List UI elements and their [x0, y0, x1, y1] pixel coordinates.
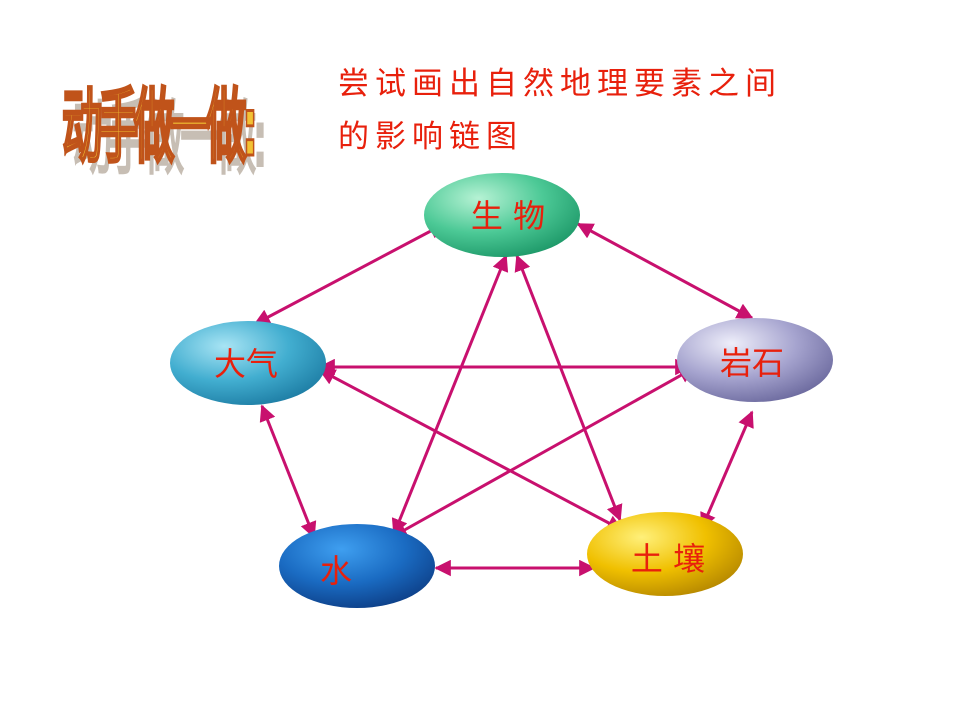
node-rock: 岩石 [677, 318, 833, 402]
node-soil: 土 壤 [587, 512, 743, 596]
node-water: 水 [279, 524, 435, 608]
activity-heading: 动手做一做: 动手做一做: [61, 62, 302, 187]
node-atmosphere-label: 大气 [214, 345, 278, 383]
arrow-biology-rock [576, 222, 754, 320]
arrow-group [253, 222, 754, 577]
instruction-line-1: 尝试画出自然地理要素之间 [338, 66, 782, 102]
arrow-atmosphere-soil [318, 368, 624, 532]
instruction-text: 尝试画出自然地理要素之间 的影响链图 [338, 58, 858, 164]
arrow-atmosphere-water [259, 404, 317, 539]
node-biology-shape [424, 173, 580, 257]
arrow-rock-water [390, 366, 696, 539]
node-biology: 生 物 [424, 173, 580, 257]
node-atmosphere-shape [170, 321, 326, 405]
arrow-biology-atmosphere [253, 222, 446, 326]
activity-heading-text: 动手做一做: [61, 79, 259, 176]
instruction-line-2: 的影响链图 [338, 119, 523, 155]
node-soil-label: 土 壤 [631, 540, 705, 578]
node-soil-shape [587, 512, 743, 596]
node-atmosphere: 大气 [170, 321, 326, 405]
arrow-biology-soil [514, 254, 623, 522]
activity-heading-shadow: 动手做一做: [72, 92, 268, 188]
node-water-shape [279, 524, 435, 608]
arrow-biology-water [391, 254, 509, 536]
node-rock-label: 岩石 [720, 344, 784, 382]
node-rock-shape [677, 318, 833, 402]
arrow-rock-soil [700, 410, 754, 530]
node-biology-label: 生 物 [471, 197, 545, 235]
node-water-label: 水 [320, 552, 352, 590]
